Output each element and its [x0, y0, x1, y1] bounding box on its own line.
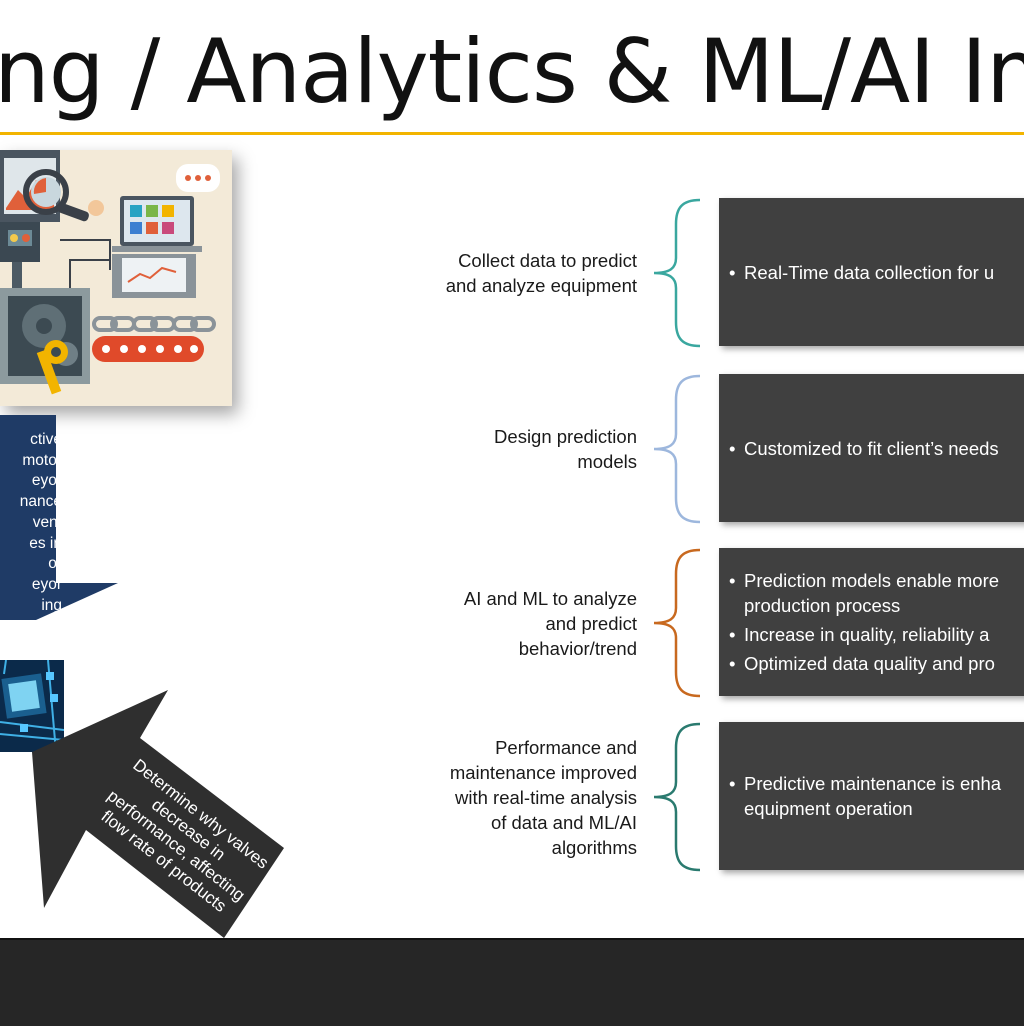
bullet-dot-icon: •	[729, 570, 736, 591]
bullet-item: •Optimized data quality and pro	[729, 653, 995, 674]
bullet-box: •Real-Time data collection for u	[719, 198, 1024, 346]
row-label: Collect data to predict and analyze equi…	[445, 250, 637, 296]
title-underline	[0, 132, 1024, 135]
bullet-item: •Customized to fit client’s needs	[729, 437, 999, 459]
row-ai-ml: AI and ML to analyze and predict behavio…	[0, 548, 1024, 698]
title-area: ng / Analytics & ML/AI Impleme	[0, 22, 1024, 122]
brace-icon	[653, 198, 701, 348]
industrial-analytics-illustration-icon	[0, 150, 232, 406]
circuit-chip-image-icon	[0, 659, 65, 753]
bullet-dot-icon: •	[729, 261, 736, 283]
left-callout-text: ctive motor eyor nance vent es in or eyo…	[19, 431, 62, 614]
brace-icon	[653, 548, 701, 698]
left-callout-panel: ctive motor eyor nance vent es in or eyo…	[0, 415, 120, 620]
bullet-dot-icon: •	[729, 653, 736, 674]
footer-bar	[0, 938, 1024, 1026]
bullet-item: •Increase in quality, reliability a	[729, 624, 990, 645]
row-performance: Performance and maintenance improved wit…	[0, 722, 1024, 872]
slide: ng / Analytics & ML/AI Impleme	[0, 22, 1024, 938]
row-label: AI and ML to analyze and predict behavio…	[463, 587, 637, 659]
callout-arrow-icon	[32, 690, 284, 938]
brace-icon	[653, 722, 701, 872]
bullet-dot-icon: •	[729, 437, 736, 459]
row-collect-data: Collect data to predict and analyze equi…	[0, 198, 1024, 348]
page-title: ng / Analytics & ML/AI Impleme	[0, 22, 1024, 122]
row-design-models: Design prediction models •Customized to …	[0, 374, 1024, 524]
bullet-item: •Real-Time data collection for u	[729, 261, 995, 283]
brace-icon	[653, 374, 701, 524]
row-label: Design prediction models	[494, 426, 637, 472]
bullet-dot-icon: •	[729, 773, 736, 794]
bullet-box: •Customized to fit client’s needs	[719, 374, 1024, 522]
bullet-dot-icon: •	[729, 624, 736, 645]
row-label: Performance and maintenance improved wit…	[449, 736, 637, 858]
